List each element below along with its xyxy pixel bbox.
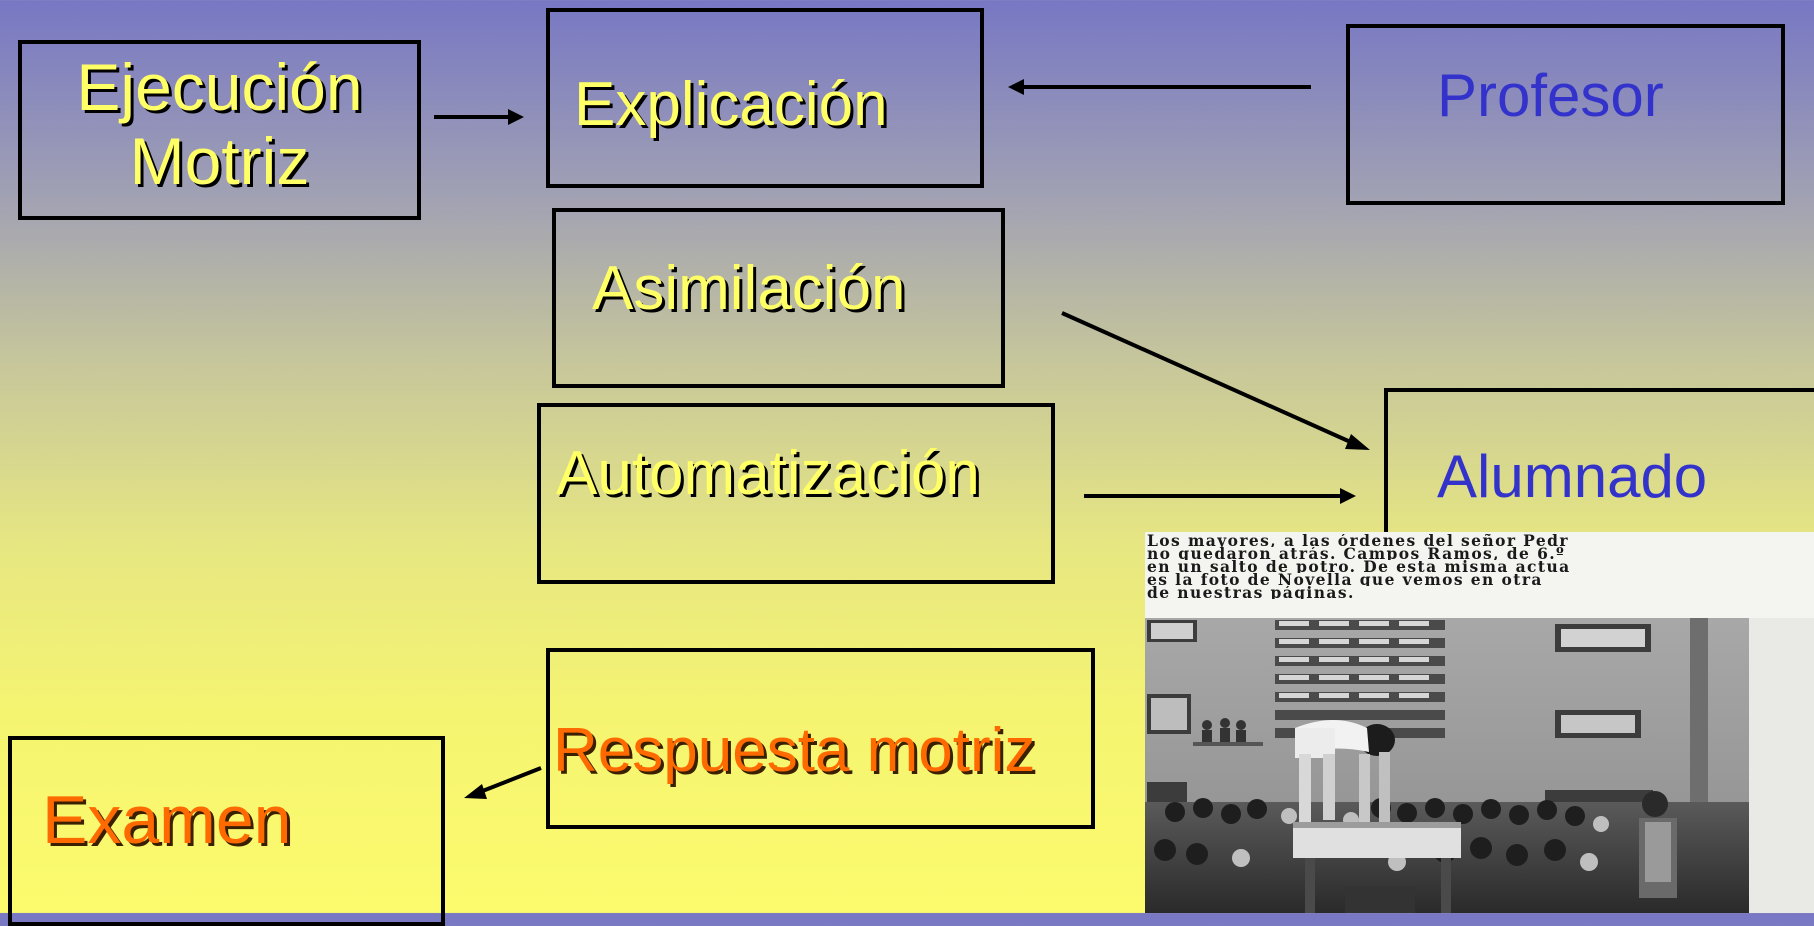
explicacion-label: Explicación [574,70,888,139]
respuesta-motriz-box [546,648,1095,829]
profesor-box [1346,24,1785,205]
ejecucion-label-line2: Motriz [129,124,310,198]
ejecucion-motriz-box [18,40,421,220]
ejecucion-motriz-label: Ejecución Motriz [18,50,421,198]
respuesta-motriz-label: Respuesta motriz [553,716,1036,785]
photo-caption: Los mayores, a las órdenes del señor Ped… [1147,534,1812,599]
automatizacion-box [537,403,1055,584]
arrow-automatizacion-to-alumnado [1084,488,1356,504]
caption-line: en un salto de potro. De esta misma actu… [1147,560,1571,573]
newspaper-photo-clipping: Los mayores, a las órdenes del señor Ped… [1145,532,1814,913]
caption-line: es la foto de Novella que vemos en otra [1147,573,1543,586]
explicacion-box [546,8,984,188]
automatizacion-label: Automatización [556,439,980,508]
profesor-label: Profesor [1437,62,1664,129]
asimilacion-label: Asimilación [592,254,906,323]
examen-label: Examen [42,782,292,858]
arrow-respuesta-to-examen [464,766,542,799]
caption-line: no quedaron atrás. Campos Ramos, de 6.º [1147,547,1566,560]
arrow-asimilacion-to-alumnado [1061,311,1370,450]
caption-line: Los mayores, a las órdenes del señor Ped… [1147,534,1569,547]
ejecucion-label-line1: Ejecución [76,50,363,124]
alumnado-label: Alumnado [1437,443,1708,510]
arrow-profesor-to-explicacion [1008,79,1311,95]
arrow-ejecucion-to-explicacion [434,109,524,125]
caption-line: de nuestras páginas. [1147,586,1355,599]
gymnastics-photo [1145,618,1814,913]
asimilacion-box [552,208,1005,388]
